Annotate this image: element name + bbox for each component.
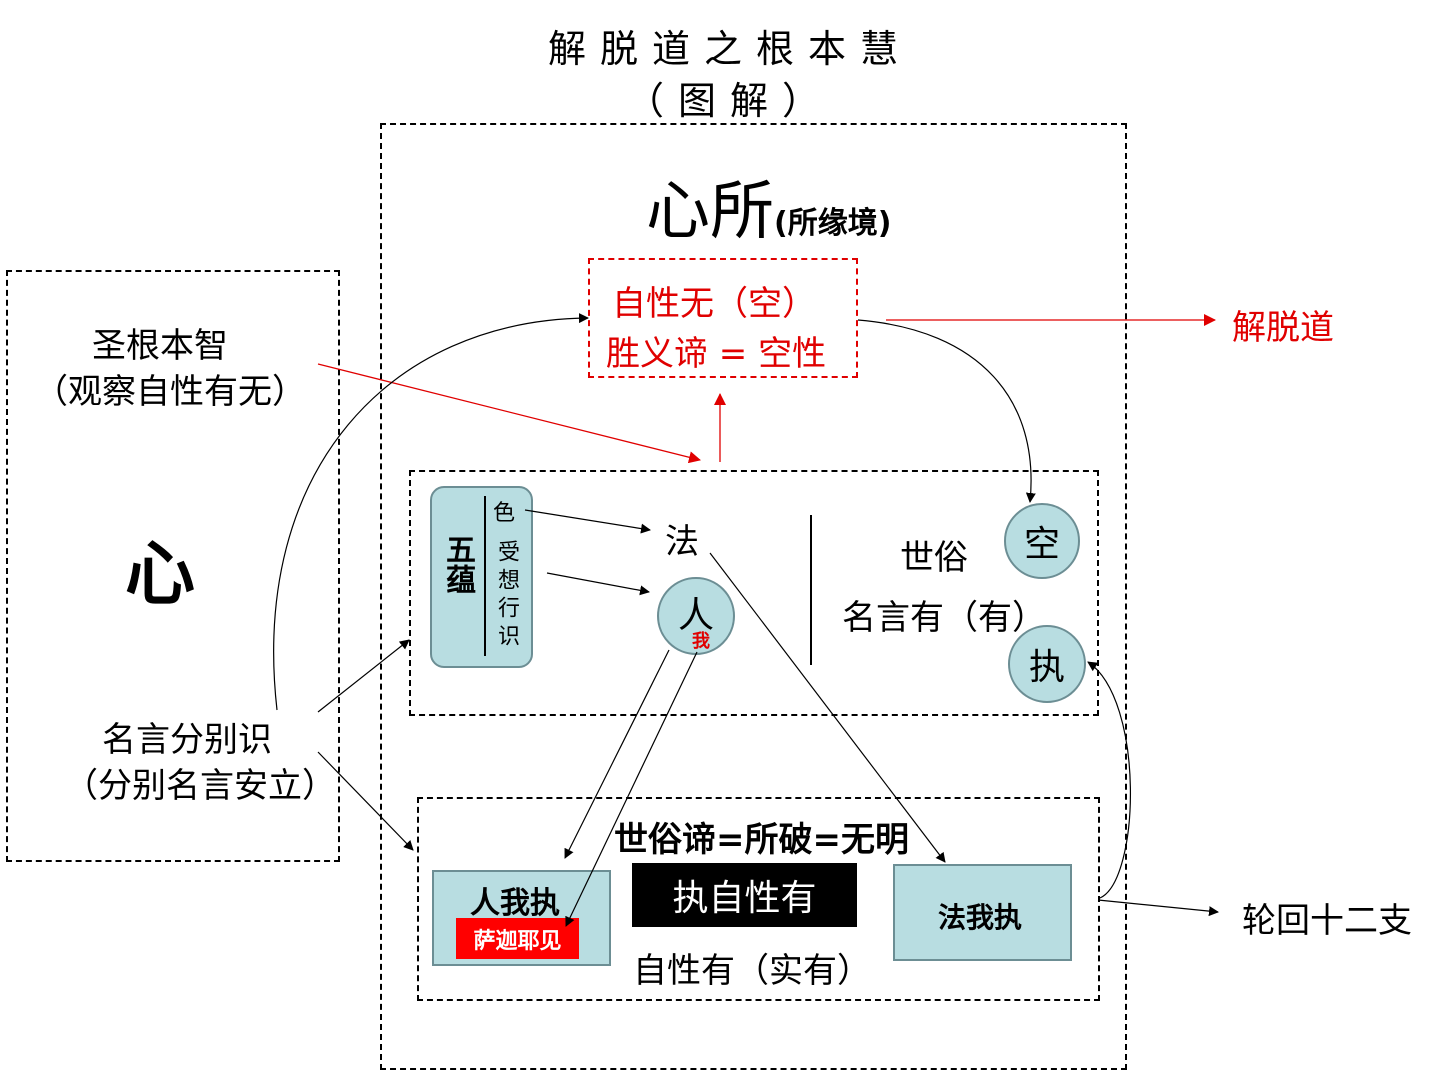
sage-wisdom-sub: （观察自性有无） (34, 372, 306, 412)
true-existence-label: 自性有（实有） (633, 951, 871, 991)
five-aggregates-label: 五蕴 (440, 534, 475, 594)
arrow-mind-to-grasping (317, 751, 414, 851)
mental-object-panel (380, 123, 1127, 1070)
person-label: 人 (677, 595, 714, 636)
middle-divider (810, 515, 812, 665)
arrow-phenomena-to-grasping (709, 552, 946, 863)
twelve-links-label: 轮回十二支 (1242, 901, 1412, 941)
aggregates-divider (484, 496, 486, 656)
title-line2: （图解） (625, 79, 834, 123)
mental-object-title: 心所(所缘境) (646, 160, 891, 252)
grasping-circle: 执 (1008, 625, 1086, 703)
inherent-existence-label: 执自性有 (672, 878, 817, 919)
conventional-truth-heading: 世俗谛=所破=无明 (614, 820, 909, 860)
emptiness-line1: 自性无（空） (612, 284, 816, 324)
self-grasping-label: 人我执 (470, 886, 560, 921)
mental-object-main: 心所 (646, 175, 774, 249)
arrow-mind-to-conventional (317, 639, 410, 713)
five-aggregates-box (430, 486, 533, 668)
arrow-mind-to-emptiness (273, 313, 589, 711)
conceptual-mind-label: 名言分别识 (102, 720, 272, 760)
view-of-self-label: 萨迦耶见 (473, 928, 562, 954)
person-circle: 人 (657, 577, 735, 655)
grasping-panel (417, 797, 1100, 1001)
self-label: 我 (692, 631, 710, 652)
empty-circle: 空 (1004, 503, 1080, 579)
arrow-grasping-to-zhi (1087, 661, 1131, 899)
phenomena-label: 法 (665, 522, 699, 562)
sage-wisdom-label: 圣根本智 (92, 326, 228, 366)
conventional-label: 世俗 (900, 538, 968, 578)
liberation-label: 解脱道 (1232, 308, 1334, 348)
phenomena-grasping-box (893, 864, 1072, 961)
arrow-person-to-view-of-self (565, 651, 698, 927)
phenomena-grasping-label: 法我执 (938, 901, 1023, 934)
empty-label: 空 (1023, 524, 1060, 565)
arrow-wisdom-to-objects (317, 363, 701, 464)
mind-panel (6, 270, 340, 862)
view-of-self-box: 萨迦耶见 (456, 918, 579, 959)
conceptual-mind-sub: （分别名言安立） (64, 766, 336, 806)
emptiness-line2: 胜义谛 = 空性 (606, 334, 827, 374)
inherent-existence-box: 执自性有 (632, 863, 857, 927)
arrow-to-twelve-links (1097, 899, 1219, 917)
conventional-panel (409, 470, 1099, 716)
grasping-label: 执 (1028, 647, 1065, 688)
arrow-emptiness-to-kong (857, 319, 1036, 503)
title-line1: 解脱道之根本慧 (547, 27, 912, 71)
arrow-aggregates-to-person (546, 572, 650, 596)
nominal-existence-label: 名言有（有） (842, 598, 1046, 638)
form-label: 色 (493, 501, 516, 526)
arrow-person-to-self-grasping (564, 649, 670, 859)
feeling-perception-label: 受想行识 (494, 540, 519, 652)
mental-object-sub: (所缘境) (774, 206, 892, 241)
arrow-form-to-phenomena (524, 509, 651, 534)
ultimate-truth-box (588, 258, 858, 378)
mind-label: 心 (125, 533, 195, 615)
